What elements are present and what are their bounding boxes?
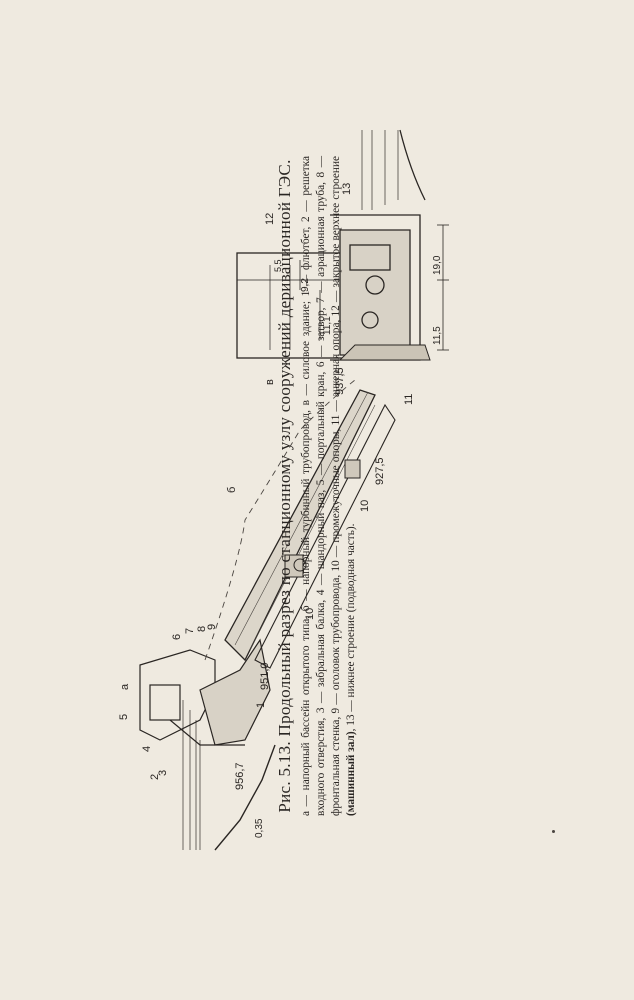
callout-label: 10 xyxy=(304,608,316,620)
callout-label: 13 xyxy=(341,183,353,195)
legend-line: а — напорный бассейн открытого типа, б —… xyxy=(300,226,312,816)
callout-labels: а б в 1 2 3 4 5 6 7 8 9 10 10 11 12 13 xyxy=(118,183,415,780)
intermediate-supports xyxy=(284,459,361,578)
callout-label: 9 xyxy=(206,624,218,630)
dimension-label: 19,0 xyxy=(432,255,443,275)
dimension-label: 5,5 xyxy=(273,259,283,272)
callout-label: 4 xyxy=(141,746,153,752)
dimension-label: 9,2 xyxy=(300,278,311,292)
callout-label: б xyxy=(226,487,238,493)
elevation-label: 951,0 xyxy=(259,662,271,690)
dimension-label: 11,5 xyxy=(432,326,443,345)
elevation-labels: 956,7 951,0 937,5 927,5 xyxy=(234,367,386,790)
figure-caption: Рис. 5.13. Продольный разрез по станцион… xyxy=(275,156,359,816)
callout-label: 6 xyxy=(171,634,183,640)
legend-line: опора, 12 — закрытое верхнее строение xyxy=(330,156,342,351)
figure-title: Рис. 5.13. Продольный разрез по станцион… xyxy=(275,159,294,813)
callout-label: 10 xyxy=(359,500,371,512)
dimension-labels: 11,1 9,2 5,5 11,5 19,0 0,35 xyxy=(254,255,443,838)
callout-label: 3 xyxy=(157,770,169,776)
dimension-label: 11,1 xyxy=(322,316,333,335)
headwater-lines xyxy=(182,700,201,850)
callout-label: 11 xyxy=(403,394,415,405)
callout-label: 2 xyxy=(149,774,161,780)
dimension-lines xyxy=(299,224,449,351)
figure-legend: а — напорный бассейн открытого типа, б —… xyxy=(299,156,359,816)
legend-bold: (машинный зал) xyxy=(345,731,357,816)
legend-end: , 13 — нижнее строение (подводная часть)… xyxy=(345,523,357,732)
callout-label: 5 xyxy=(118,714,130,720)
penstock xyxy=(224,389,396,669)
tailwater-lines xyxy=(361,129,426,210)
powerhouse-foundation xyxy=(338,344,431,361)
callout-label: в xyxy=(264,379,276,385)
ground-line xyxy=(204,379,356,661)
callout-label: 1 xyxy=(255,702,267,708)
elevation-label: 937,5 xyxy=(334,367,346,395)
callout-label: 7 xyxy=(184,628,196,634)
callout-label: 8 xyxy=(196,626,208,632)
slope-label: 0,35 xyxy=(254,818,265,838)
callout-label: 12 xyxy=(264,213,276,225)
elevation-label: 956,7 xyxy=(234,762,246,790)
callout-label: а xyxy=(119,683,131,690)
reservoir-bank xyxy=(214,744,276,851)
forebay-structure xyxy=(139,638,271,746)
page-speck xyxy=(552,830,555,833)
elevation-label: 927,5 xyxy=(374,457,386,485)
